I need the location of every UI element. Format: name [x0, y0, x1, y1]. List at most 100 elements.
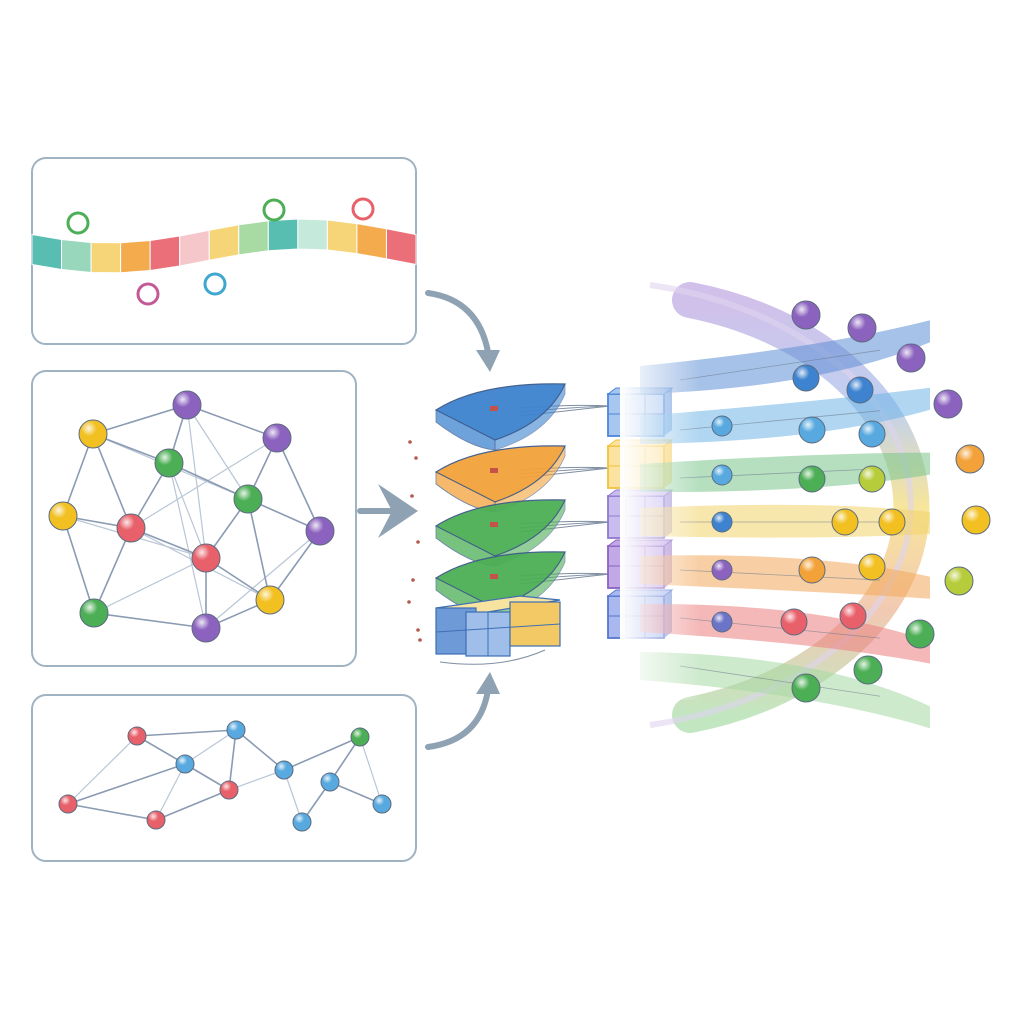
graph-edge-faint	[93, 557, 207, 614]
node-highlight	[847, 377, 873, 403]
encoder-layer-mark	[490, 468, 498, 473]
node-highlight	[879, 509, 905, 535]
encoder-layer-edge	[494, 383, 566, 451]
network-edge	[155, 789, 230, 821]
encoder-particle	[407, 600, 411, 604]
network-node	[146, 810, 166, 830]
node-highlight	[147, 811, 165, 829]
graph-edge	[186, 404, 278, 439]
output-fan	[620, 282, 991, 733]
arrowhead-top	[476, 350, 500, 372]
encoder-layer	[434, 499, 566, 567]
encoder-particle	[416, 628, 420, 632]
network-node	[226, 720, 246, 740]
network-edge	[283, 736, 361, 771]
ring-node	[791, 673, 821, 703]
encoder-base-front-right	[509, 601, 561, 647]
sequence-marker	[262, 198, 286, 222]
sequence-segment	[238, 220, 269, 256]
sequence-segment	[31, 233, 63, 271]
node-highlight	[173, 391, 201, 419]
node-highlight	[712, 560, 732, 580]
node-highlight	[351, 728, 369, 746]
ring-node	[944, 566, 974, 596]
output-band	[640, 504, 930, 538]
encoder-particle	[418, 638, 422, 642]
node-highlight	[906, 620, 934, 648]
node-highlight	[155, 449, 183, 477]
output-node	[798, 416, 826, 444]
ring-node	[961, 505, 991, 535]
graph-nodes	[48, 390, 335, 643]
graph-node	[154, 448, 184, 478]
network-node	[58, 794, 78, 814]
node-highlight	[321, 773, 339, 791]
graph-edge-faint	[186, 404, 249, 500]
graph-node	[172, 390, 202, 420]
network-edge	[235, 729, 285, 771]
output-node	[839, 602, 867, 630]
encoder-layer-mark	[490, 574, 498, 579]
encoder-base-grid	[435, 623, 561, 633]
graph-edge-faint	[130, 437, 278, 529]
network-node	[350, 727, 370, 747]
node-highlight	[176, 755, 194, 773]
graph-node	[255, 585, 285, 615]
node-highlight	[712, 416, 732, 436]
output-entry-node	[711, 464, 733, 486]
ring-node	[847, 313, 877, 343]
output-node	[858, 420, 886, 448]
arrow-from-network	[425, 687, 491, 750]
output-node	[831, 508, 859, 536]
node-highlight	[192, 544, 220, 572]
sequence-segment	[356, 222, 387, 260]
graph-node	[191, 613, 221, 643]
graph-edge	[92, 433, 132, 529]
node-highlight	[275, 761, 293, 779]
graph-edge	[276, 437, 321, 532]
sequence-marker	[66, 211, 90, 235]
encoder-base-block	[435, 595, 561, 665]
node-highlight	[227, 721, 245, 739]
ring-node	[853, 655, 883, 685]
ring-node	[955, 444, 985, 474]
node-highlight	[712, 612, 732, 632]
sequence-segment	[179, 229, 210, 267]
node-highlight	[263, 424, 291, 452]
network-edge	[228, 729, 237, 791]
sequence-segment	[149, 235, 181, 272]
graph-edge-faint	[168, 462, 207, 629]
encoder-layer	[434, 383, 566, 451]
encoder-particle	[414, 456, 418, 460]
node-highlight	[128, 727, 146, 745]
output-entry-node	[711, 611, 733, 633]
output-node	[780, 608, 808, 636]
node-highlight	[934, 390, 962, 418]
graph-panel	[31, 370, 357, 667]
sequence-segment	[326, 219, 358, 255]
node-highlight	[49, 502, 77, 530]
node-highlight	[840, 603, 866, 629]
encoder-particle	[411, 578, 415, 582]
output-fade	[620, 320, 700, 700]
graph-node	[48, 501, 78, 531]
output-band-wire	[679, 349, 881, 381]
graph-node	[79, 598, 109, 628]
node-highlight	[256, 586, 284, 614]
node-highlight	[854, 656, 882, 684]
node-highlight	[792, 301, 820, 329]
network-panel	[31, 694, 417, 862]
graph-edge	[62, 433, 94, 517]
network-node	[219, 780, 239, 800]
node-highlight	[117, 514, 145, 542]
graph-node	[116, 513, 146, 543]
node-highlight	[80, 599, 108, 627]
node-highlight	[859, 554, 885, 580]
encoder-particle	[410, 494, 414, 498]
encoder-particle	[416, 540, 420, 544]
graph-edge-faint	[186, 404, 207, 559]
node-highlight	[373, 795, 391, 813]
graph-node	[78, 419, 108, 449]
network-node	[320, 772, 340, 792]
